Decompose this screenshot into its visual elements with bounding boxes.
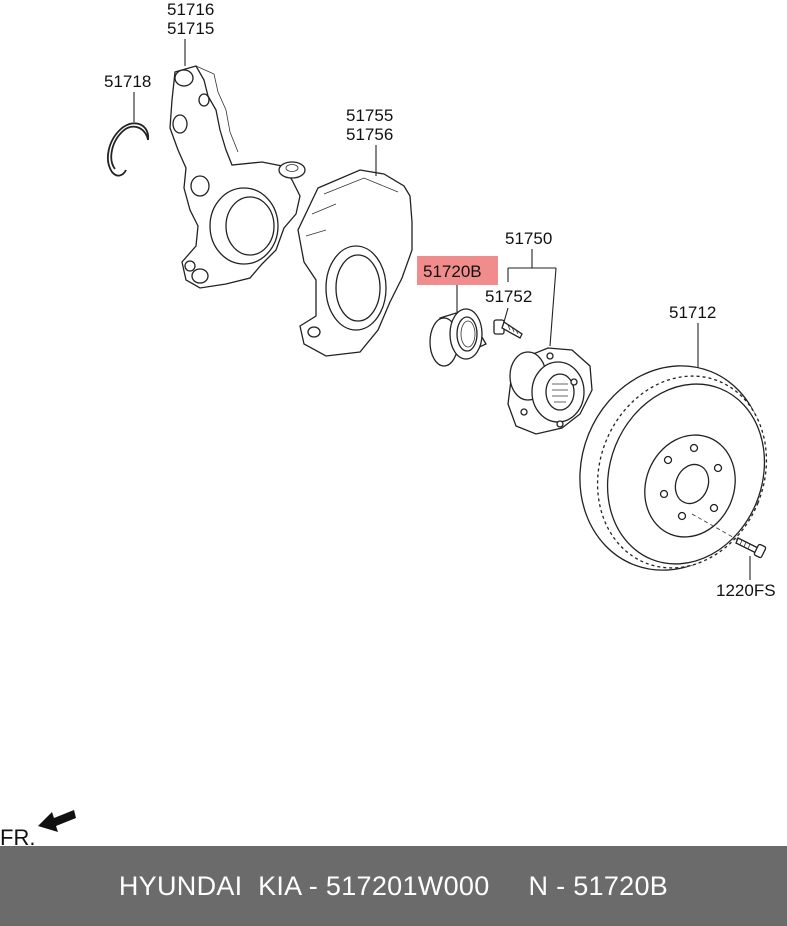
dust-cover-part-number-2: 51756 <box>346 125 393 144</box>
bearing-highlight-box <box>417 256 498 285</box>
footer-banner: HYUNDAI KIA - 517201W000 N - 51720B <box>0 846 787 926</box>
dust-cover <box>297 169 413 357</box>
wheel-hub <box>507 347 593 435</box>
disc-part-number: 51712 <box>669 303 716 322</box>
snap-ring <box>107 122 149 177</box>
hub-bolt <box>493 319 523 339</box>
snap-ring-part-number: 51718 <box>104 72 151 91</box>
exploded-parts-diagram: 51716 51715 51718 51755 51756 51720B 517… <box>0 0 776 846</box>
hub-bolt-part-number: 51752 <box>485 287 532 306</box>
front-direction-label: FR. <box>0 825 35 846</box>
hub-bolt-leader-line <box>503 307 509 323</box>
hub-assembly-bracket-right <box>549 267 557 347</box>
knuckle-part-number-2: 51715 <box>167 19 214 38</box>
steering-knuckle <box>169 65 306 289</box>
disc-screw-axis-line <box>691 513 739 541</box>
wheel-bearing <box>429 308 487 367</box>
knuckle-part-number-1: 51716 <box>167 0 214 19</box>
disc-screw <box>735 537 767 559</box>
front-direction-indicator: FR. <box>0 810 76 846</box>
disc-screw-part-number: 1220FS <box>716 581 776 600</box>
hub-assembly-part-number: 51750 <box>505 229 552 248</box>
front-arrow-icon <box>38 810 76 832</box>
dust-cover-part-number-1: 51755 <box>346 106 393 125</box>
brake-disc <box>579 365 768 571</box>
part-number-caption: HYUNDAI KIA - 517201W000 N - 51720B <box>118 870 669 901</box>
bearing-part-number: 51720B <box>423 262 482 281</box>
